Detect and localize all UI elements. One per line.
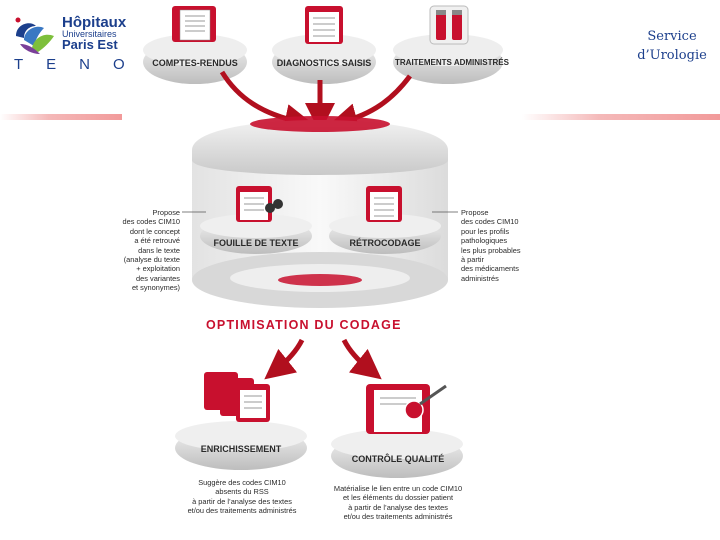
logo-site: TENON <box>14 56 182 73</box>
stacked-forms-icon <box>204 372 270 422</box>
service-label: Service d’Urologie <box>628 27 716 65</box>
logo-line3: Paris Est <box>62 37 118 52</box>
fouille-pill <box>200 214 312 254</box>
service-line2: d’Urologie <box>637 48 707 63</box>
arrow-to-controle <box>341 338 382 380</box>
controle-pill <box>331 429 463 478</box>
fouille-label: FOUILLE DE TEXTE <box>213 238 299 248</box>
hospital-logo <box>8 10 133 80</box>
logo-emblem-icon <box>15 17 54 54</box>
optimisation-title: OPTIMISATION DU CODAGE <box>206 318 402 332</box>
enrichissement-note: Suggère des codes CIM10 absents du RSS à… <box>187 478 297 516</box>
source-label-1: COMPTES-RENDUS <box>152 58 238 68</box>
controle-label: CONTRÔLE QUALITÉ <box>351 454 445 464</box>
enrichissement-pill <box>175 421 307 470</box>
report-folder-icon <box>172 6 216 42</box>
logo-line2: Universitaires <box>62 29 117 39</box>
source-label-3: TRAITEMENTS ADMINISTRÉS <box>395 58 509 67</box>
header-rule-right <box>522 114 720 120</box>
retro-pill <box>329 214 441 254</box>
controle-note: Matérialise le lien entre un code CIM10 … <box>333 484 463 522</box>
retro-form-icon <box>366 186 402 222</box>
quality-check-folder-icon <box>366 384 447 434</box>
source-pill-3 <box>393 34 503 84</box>
retro-label: RÉTROCODAGE <box>349 238 421 248</box>
source-label-2: DIAGNOSTICS SAISIS <box>276 58 372 68</box>
enrichissement-label: ENRICHISSEMENT <box>200 444 282 454</box>
source-pill-2 <box>272 34 376 84</box>
arrow-to-enrichissement <box>264 338 305 380</box>
arrow-source-1 <box>219 70 315 134</box>
logo-line1: Hôpitaux <box>62 14 127 31</box>
form-list-icon <box>305 6 343 44</box>
engine-cylinder <box>192 116 448 308</box>
arrow-source-3 <box>327 74 412 133</box>
note-left: Propose des codes CIM10 dont le concept … <box>122 208 180 293</box>
text-search-icon <box>236 186 283 222</box>
service-line1: Service <box>647 29 697 44</box>
note-right: Propose des codes CIM10 pour les profils… <box>461 208 521 283</box>
medication-vials-icon <box>429 5 469 45</box>
header-rule-left <box>0 114 122 120</box>
